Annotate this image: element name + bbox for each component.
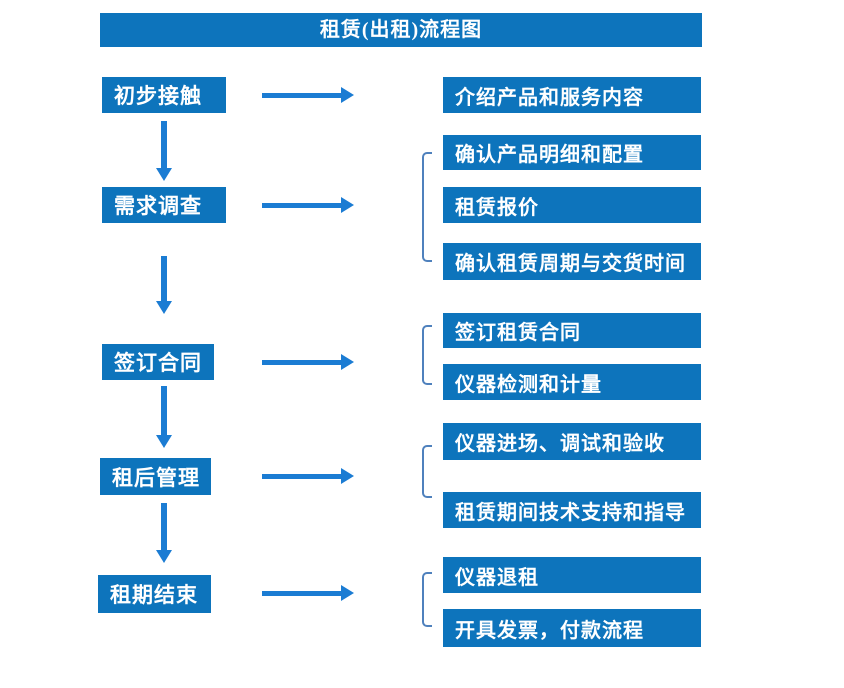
arrow-shaft [262, 590, 341, 596]
arrow-head [341, 354, 354, 370]
arrow-shaft [160, 386, 167, 435]
arrow-down-icon [155, 121, 172, 181]
arrow-head [341, 468, 354, 484]
detail-box-invoice-payment: 开具发票，付款流程 [443, 609, 701, 647]
arrow-right-icon [262, 87, 354, 103]
detail-box-sign-rental-contract: 签订租赁合同 [443, 313, 701, 348]
arrow-right-icon [262, 197, 354, 213]
detail-box-introduce-products: 介绍产品和服务内容 [443, 77, 701, 113]
bracket-shape [422, 325, 432, 385]
arrow-head [155, 168, 172, 181]
arrow-head [155, 550, 172, 563]
arrow-down-icon [155, 386, 172, 448]
bracket-shape [422, 445, 432, 498]
arrow-shaft [160, 121, 167, 168]
arrow-head [341, 197, 354, 213]
detail-box-confirm-details: 确认产品明细和配置 [443, 135, 701, 170]
arrow-shaft [262, 473, 341, 479]
detail-box-instrument-return: 仪器退租 [443, 557, 701, 593]
arrow-right-icon [262, 354, 354, 370]
arrow-down-icon [155, 256, 172, 314]
detail-box-rental-quote: 租赁报价 [443, 187, 701, 223]
arrow-head [155, 435, 172, 448]
detail-box-instrument-testing: 仪器检测和计量 [443, 364, 701, 400]
arrow-down-icon [155, 503, 172, 563]
arrow-right-icon [262, 468, 354, 484]
step-box-rental-end: 租期结束 [98, 575, 211, 613]
arrow-shaft [160, 256, 167, 301]
step-box-post-rental: 租后管理 [100, 458, 211, 495]
detail-box-instrument-entry: 仪器进场、调试和验收 [443, 423, 701, 460]
step-box-initial-contact: 初步接触 [102, 77, 226, 113]
arrow-right-icon [262, 585, 354, 601]
step-box-sign-contract: 签订合同 [102, 344, 214, 380]
arrow-shaft [262, 202, 341, 208]
arrow-head [341, 87, 354, 103]
detail-box-confirm-period: 确认租赁周期与交货时间 [443, 243, 701, 280]
step-box-demand-survey: 需求调查 [102, 187, 226, 223]
bracket-shape [422, 572, 432, 627]
arrow-shaft [262, 359, 341, 365]
arrow-head [341, 585, 354, 601]
arrow-shaft [160, 503, 167, 550]
detail-box-tech-support: 租赁期间技术支持和指导 [443, 492, 701, 528]
flowchart-title: 租赁(出租)流程图 [100, 13, 702, 47]
arrow-shaft [262, 92, 341, 98]
arrow-head [155, 301, 172, 314]
bracket-shape [422, 152, 432, 262]
